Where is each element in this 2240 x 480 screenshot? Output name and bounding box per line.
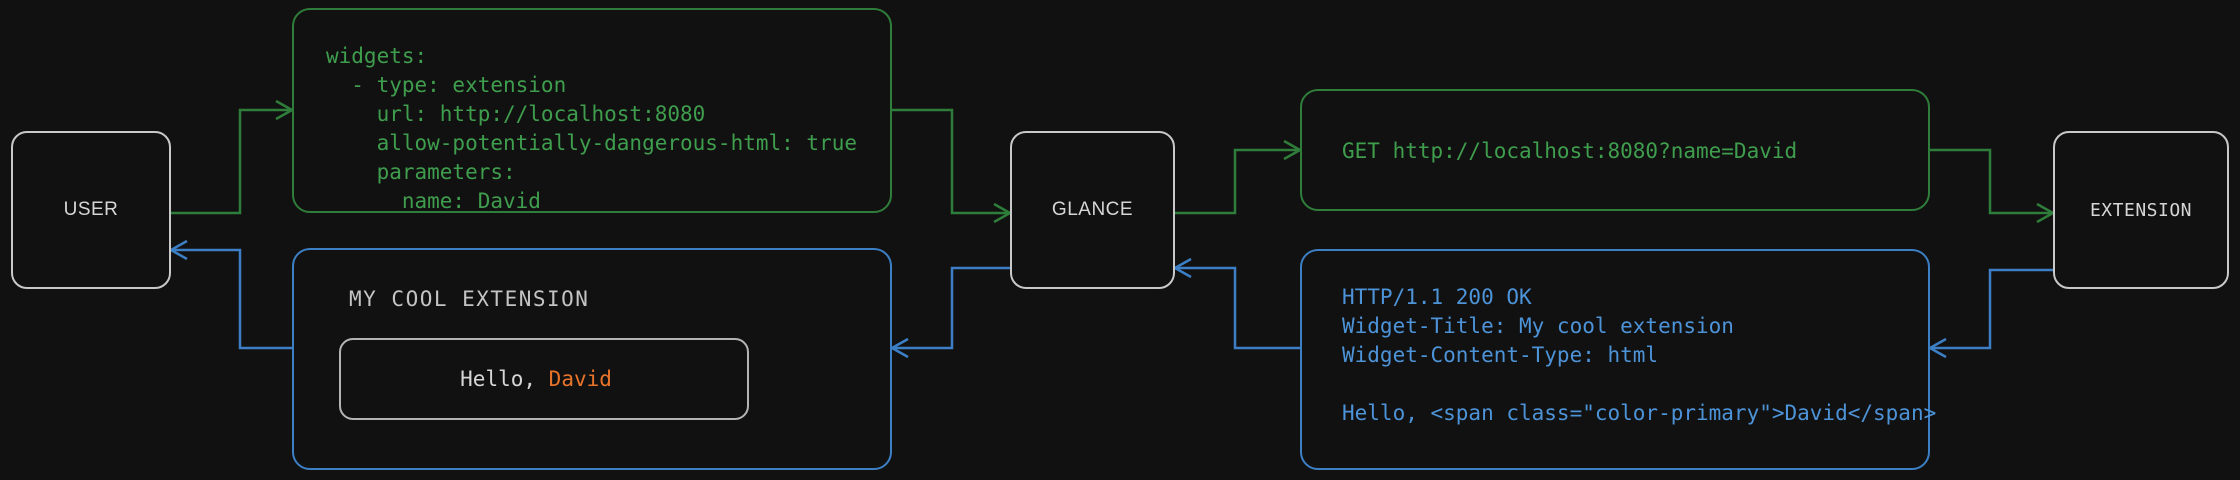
panel-rendered-widget: MY COOL EXTENSION Hello, David [292,248,892,470]
node-glance[interactable]: GLANCE [1010,131,1175,289]
edge-http-response-to-glance [1172,257,1300,350]
edge-config-to-glance [892,108,1013,224]
node-extension[interactable]: EXTENSION [2053,131,2229,289]
node-user-label: USER [63,199,119,220]
panel-config-yaml: widgets: - type: extension url: http://l… [292,8,892,213]
edge-user-to-config [171,99,295,215]
edge-http-request-to-extension [1930,148,2056,224]
http-request-code: GET http://localhost:8080?name=David [1342,139,1798,163]
edge-extension-to-http-response [1927,268,2053,359]
node-extension-label: EXTENSION [2089,199,2193,221]
node-glance-label: GLANCE [1051,199,1134,220]
edge-glance-to-rendered-widget [889,266,1010,359]
edge-rendered-widget-to-user [168,239,292,350]
edge-glance-to-http-request [1175,139,1303,215]
rendered-widget-greeting: Hello, David [341,343,612,415]
config-yaml-code: widgets: - type: extension url: http://l… [326,44,858,213]
node-user[interactable]: USER [11,131,171,289]
rendered-widget-title: MY COOL EXTENSION [349,287,590,311]
rendered-widget-greeting-prefix: Hello, [460,367,549,391]
http-response-code: HTTP/1.1 200 OK Widget-Title: My cool ex… [1342,285,1937,425]
rendered-widget-body: Hello, David [339,338,749,420]
rendered-widget-greeting-name: David [548,367,612,391]
panel-http-request: GET http://localhost:8080?name=David [1300,89,1930,211]
panel-http-response: HTTP/1.1 200 OK Widget-Title: My cool ex… [1300,249,1936,470]
